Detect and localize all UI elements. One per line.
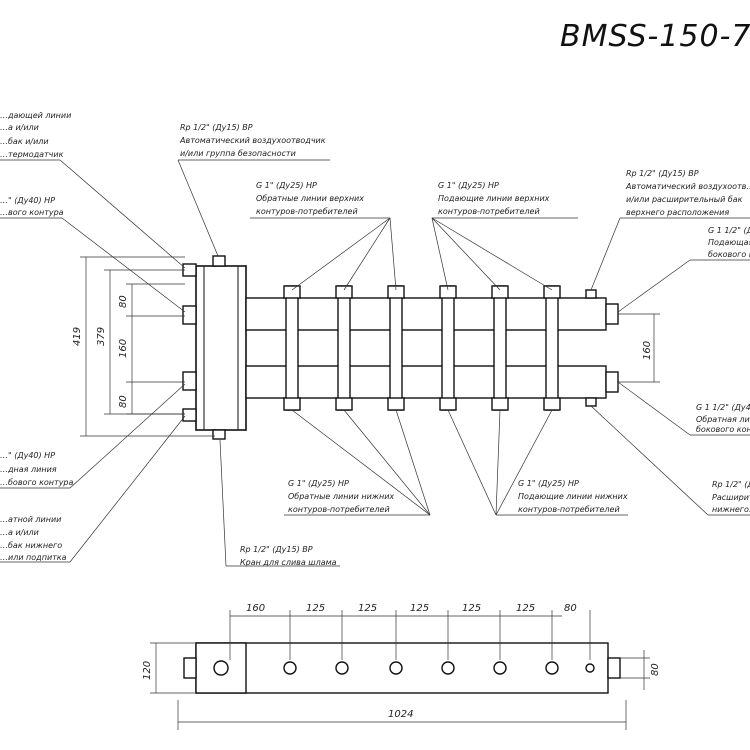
label-left-top: …дающей линии …а и/или …бак и/или …термо…	[0, 111, 71, 159]
svg-text:Rp 1/2" (Ду15) ВР: Rp 1/2" (Ду15) ВР	[626, 169, 699, 178]
label-supply-upper: G 1" (Ду25) НР Подающие линии верхних ко…	[438, 181, 550, 216]
main-pipes	[245, 289, 619, 407]
label-drain: Rp 1/2" (Ду15) ВР Кран для слива шлама	[240, 545, 337, 567]
dim-80-lower: 80	[118, 395, 129, 408]
svg-text:…а и/или: …а и/или	[0, 528, 39, 537]
svg-text:…" (Ду40) НР: …" (Ду40) НР	[0, 196, 55, 205]
svg-text:80: 80	[564, 603, 577, 614]
svg-text:Подающие линии верхних: Подающие линии верхних	[438, 194, 550, 203]
label-return-lower: G 1" (Ду25) НР Обратные линии нижних кон…	[288, 479, 394, 514]
svg-text:и/или группа безопасности: и/или группа безопасности	[180, 149, 296, 158]
svg-text:Расширит…: Расширит…	[712, 493, 750, 502]
svg-text:…бак и/или: …бак и/или	[0, 137, 49, 146]
label-supply-lower: G 1" (Ду25) НР Подающие линии нижних кон…	[518, 479, 628, 514]
svg-text:…бового контура: …бового контура	[0, 478, 74, 487]
svg-text:125: 125	[410, 603, 429, 614]
svg-text:125: 125	[462, 603, 481, 614]
separator-body	[195, 255, 247, 440]
svg-text:125: 125	[358, 603, 377, 614]
svg-text:…бак нижнего: …бак нижнего	[0, 541, 62, 550]
label-right-mid2: G 1 1/2" (Ду40… Обратная лини… бокового …	[696, 403, 750, 434]
svg-text:…вого контура: …вого контура	[0, 208, 64, 217]
svg-text:…или подпитка: …или подпитка	[0, 553, 67, 562]
dim-160-left: 160	[118, 339, 129, 358]
svg-text:контуров-потребителей: контуров-потребителей	[256, 207, 358, 216]
label-left-mid2: …" (Ду40) НР …дная линия …бового контура	[0, 451, 74, 487]
svg-text:G 1 1/2" (Ду…: G 1 1/2" (Ду…	[708, 226, 750, 235]
label-air-vent: Rp 1/2" (Ду15) ВР Автоматический воздухо…	[179, 123, 326, 158]
svg-text:G 1" (Ду25) НР: G 1" (Ду25) НР	[288, 479, 349, 488]
svg-text:нижнего…: нижнего…	[712, 505, 750, 514]
left-nozzles	[182, 263, 197, 422]
dim-379: 379	[96, 327, 107, 346]
dim-1024: 1024	[388, 709, 413, 720]
svg-text:G 1" (Ду25) НР: G 1" (Ду25) НР	[256, 181, 317, 190]
label-right-top: Rp 1/2" (Ду15) ВР Автоматический воздухо…	[625, 169, 750, 217]
svg-text:Обратные линии нижних: Обратные линии нижних	[288, 492, 394, 501]
svg-text:Обратные линии верхних: Обратные линии верхних	[256, 194, 364, 203]
branch-pipes	[283, 285, 561, 411]
svg-text:Автоматический воздухоотводчик: Автоматический воздухоотводчик	[179, 136, 326, 145]
svg-text:Обратная лини…: Обратная лини…	[696, 415, 750, 424]
svg-text:125: 125	[516, 603, 535, 614]
dim-80-top-view: 80	[650, 663, 661, 676]
svg-text:…а и/или: …а и/или	[0, 123, 39, 132]
svg-text:и/или расширительный бак: и/или расширительный бак	[626, 195, 743, 204]
svg-text:Подающая л…: Подающая л…	[708, 238, 750, 247]
dim-120: 120	[142, 661, 153, 680]
svg-text:G 1" (Ду25) НР: G 1" (Ду25) НР	[518, 479, 579, 488]
label-left-mid1: …" (Ду40) НР …вого контура	[0, 196, 64, 217]
svg-text:контуров-потребителей: контуров-потребителей	[518, 505, 620, 514]
svg-text:Rp 1/2" (Ду15…: Rp 1/2" (Ду15…	[712, 480, 750, 489]
svg-text:Подающие линии нижних: Подающие линии нижних	[518, 492, 628, 501]
svg-text:125: 125	[306, 603, 325, 614]
label-left-bottom: …атной линии …а и/или …бак нижнего …или …	[0, 515, 67, 562]
svg-text:контуров-потребителей: контуров-потребителей	[288, 505, 390, 514]
svg-text:Автоматический воздухоотв…: Автоматический воздухоотв…	[625, 182, 750, 191]
svg-text:бокового конт…: бокового конт…	[696, 425, 750, 434]
dim-160-right: 160	[642, 341, 653, 360]
label-right-mid1: G 1 1/2" (Ду… Подающая л… бокового к…	[708, 226, 750, 259]
svg-text:контуров-потребителей: контуров-потребителей	[438, 207, 540, 216]
left-dimensions	[80, 256, 215, 437]
top-view	[183, 642, 621, 694]
top-dimension-values: 160 125 125 125 125 125 80	[246, 603, 577, 614]
svg-text:G 1" (Ду25) НР: G 1" (Ду25) НР	[438, 181, 499, 190]
svg-text:…атной линии: …атной линии	[0, 515, 61, 524]
svg-text:…" (Ду40) НР: …" (Ду40) НР	[0, 451, 55, 460]
svg-text:160: 160	[246, 603, 265, 614]
leader-lines	[0, 159, 750, 567]
top-view-dimensions	[150, 610, 650, 730]
svg-text:Rp 1/2" (Ду15) ВР: Rp 1/2" (Ду15) ВР	[180, 123, 253, 132]
dim-80-upper: 80	[118, 295, 129, 308]
svg-text:Rp 1/2" (Ду15) ВР: Rp 1/2" (Ду15) ВР	[240, 545, 313, 554]
label-right-bottom: Rp 1/2" (Ду15… Расширит… нижнего…	[712, 480, 750, 514]
right-dimension	[618, 313, 660, 383]
svg-text:Кран для слива шлама: Кран для слива шлама	[240, 558, 337, 567]
drawing-title: BMSS-150-7D	[560, 19, 750, 54]
svg-text:верхнего расположения: верхнего расположения	[626, 208, 729, 217]
svg-text:бокового к…: бокового к…	[708, 250, 750, 259]
svg-text:…дающей линии: …дающей линии	[0, 111, 71, 120]
label-return-upper: G 1" (Ду25) НР Обратные линии верхних ко…	[256, 181, 364, 216]
svg-text:…дная линия: …дная линия	[0, 465, 57, 474]
dim-419: 419	[72, 327, 83, 346]
svg-text:…термодатчик: …термодатчик	[0, 150, 64, 159]
svg-text:G 1 1/2" (Ду40…: G 1 1/2" (Ду40…	[696, 403, 750, 412]
